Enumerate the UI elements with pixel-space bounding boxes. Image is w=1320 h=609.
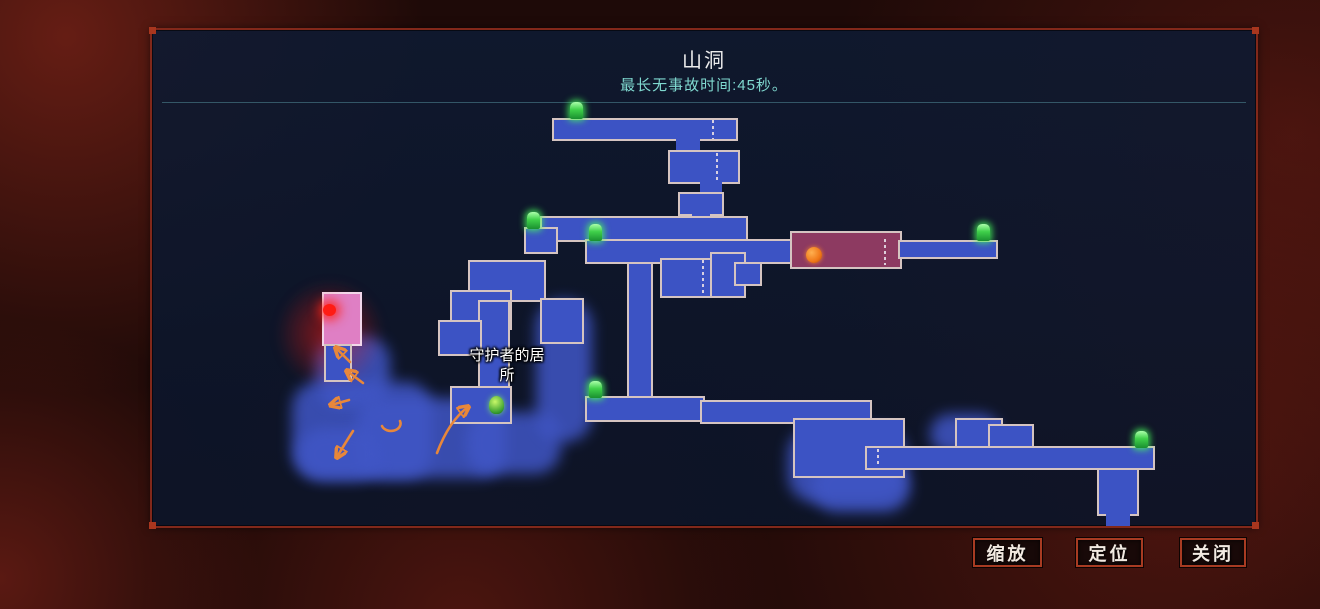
close-button[interactable]: 关闭 <box>1180 538 1246 567</box>
panel-corner <box>149 522 156 529</box>
map-panel: 山洞 最长无事故时间:45秒。 <box>149 27 1259 529</box>
locate-button[interactable]: 定位 <box>1076 538 1143 567</box>
panel-corner <box>1252 27 1259 34</box>
panel-corner <box>1252 522 1259 529</box>
zoom-button[interactable]: 缩放 <box>973 538 1042 567</box>
title-divider <box>162 102 1246 103</box>
map-location-label: 守护者的居 所 <box>448 346 566 386</box>
panel-corner <box>149 27 156 34</box>
map-location-label-line2: 所 <box>499 367 515 384</box>
map-subtitle: 最长无事故时间:45秒。 <box>620 77 788 94</box>
map-title: 山洞 <box>682 50 726 72</box>
map-location-label-line1: 守护者的居 <box>469 347 545 364</box>
